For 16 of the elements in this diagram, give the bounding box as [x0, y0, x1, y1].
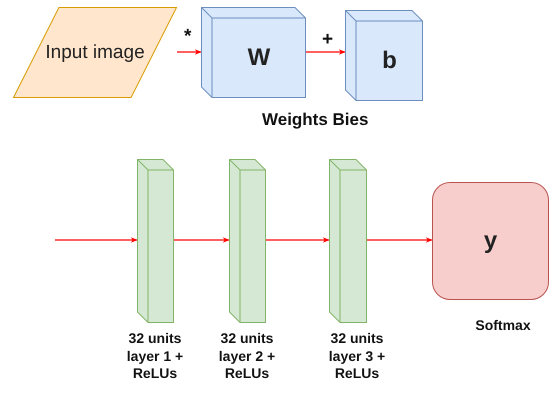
output-box — [432, 182, 549, 300]
arrow — [266, 237, 330, 243]
node-caption: 32 units layer 1 + ReLUs — [126, 330, 184, 382]
caption-text: Weights Bies — [262, 110, 368, 130]
arrow — [177, 49, 202, 55]
node-caption: 32 units layer 2 + ReLUs — [218, 330, 276, 382]
node-caption: Softmax — [474, 317, 532, 334]
arrow — [174, 237, 230, 243]
node-label: b — [381, 46, 397, 75]
arrow — [306, 49, 346, 55]
node-label: W — [246, 43, 270, 72]
arrow — [367, 237, 433, 243]
node-caption: 32 units layer 3 + ReLUs — [328, 330, 386, 382]
node-label: y — [484, 227, 498, 255]
node-label: Input image — [45, 42, 145, 64]
arrow — [55, 237, 138, 243]
